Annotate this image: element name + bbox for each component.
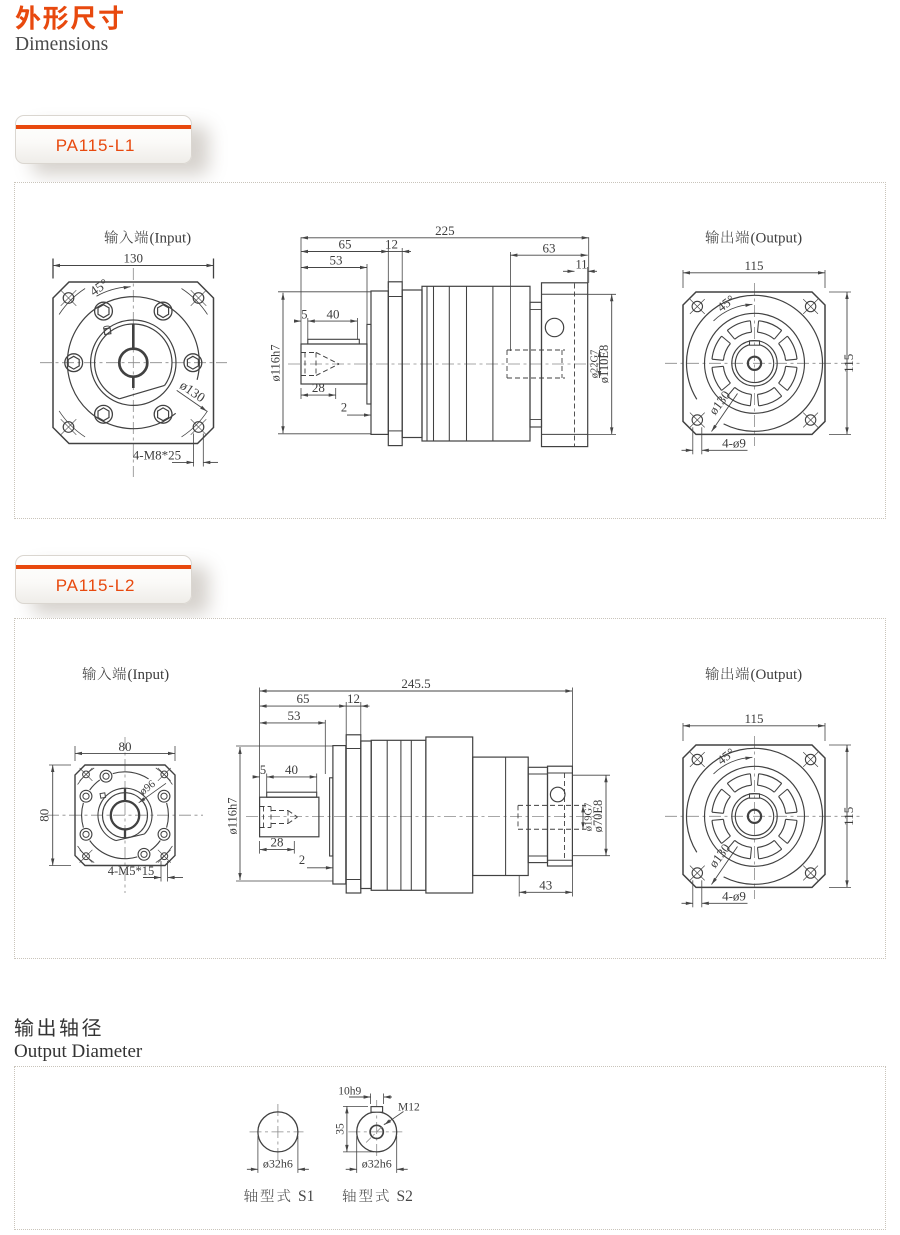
svg-text:80: 80 — [119, 739, 132, 754]
svg-text:ø116h7: ø116h7 — [269, 344, 283, 381]
svg-text:ø130: ø130 — [706, 841, 734, 871]
svg-text:65: 65 — [339, 237, 352, 252]
svg-text:(Input): (Input) — [150, 231, 192, 247]
svg-text:115: 115 — [744, 258, 763, 273]
svg-text:4-ø9: 4-ø9 — [722, 436, 746, 451]
svg-text:2: 2 — [299, 853, 305, 867]
svg-text:S2: S2 — [397, 1188, 413, 1205]
svg-text:53: 53 — [330, 253, 343, 268]
svg-text:(Input): (Input) — [128, 667, 170, 683]
svg-text:80: 80 — [37, 809, 52, 822]
svg-text:2: 2 — [341, 401, 347, 415]
svg-text:115: 115 — [841, 807, 856, 826]
svg-text:28: 28 — [271, 835, 284, 850]
svg-text:4-M8*25: 4-M8*25 — [133, 448, 181, 463]
svg-text:4-ø9: 4-ø9 — [722, 889, 746, 904]
svg-text:245.5: 245.5 — [401, 676, 430, 691]
svg-text:ø22G7: ø22G7 — [590, 350, 601, 379]
svg-text:115: 115 — [841, 354, 856, 373]
svg-text:40: 40 — [327, 306, 340, 321]
svg-text:28: 28 — [312, 380, 325, 395]
svg-text:10h9: 10h9 — [338, 1086, 361, 1098]
svg-text:ø96: ø96 — [137, 778, 158, 798]
svg-text:ø116h7: ø116h7 — [226, 797, 240, 834]
svg-text:ø110E8: ø110E8 — [597, 345, 611, 383]
svg-text:M12: M12 — [398, 1102, 420, 1114]
svg-text:5: 5 — [301, 307, 307, 321]
svg-text:ø32h6: ø32h6 — [263, 1157, 293, 1171]
svg-text:40: 40 — [285, 762, 298, 777]
svg-text:(Output): (Output) — [751, 231, 803, 247]
svg-text:ø32h6: ø32h6 — [362, 1157, 392, 1171]
svg-text:130: 130 — [123, 250, 143, 265]
svg-text:12: 12 — [385, 237, 398, 252]
svg-text:5: 5 — [260, 763, 266, 777]
svg-text:S1: S1 — [298, 1188, 314, 1205]
svg-text:63: 63 — [543, 240, 556, 255]
svg-text:12: 12 — [347, 691, 360, 706]
svg-text:225: 225 — [435, 223, 455, 238]
svg-text:115: 115 — [744, 711, 763, 726]
svg-text:65: 65 — [297, 691, 310, 706]
svg-text:ø19G7: ø19G7 — [584, 803, 595, 832]
svg-text:(Output): (Output) — [751, 667, 803, 683]
svg-text:45°: 45° — [714, 745, 738, 768]
svg-text:ø130: ø130 — [706, 388, 734, 418]
svg-text:43: 43 — [539, 877, 552, 892]
svg-text:53: 53 — [288, 708, 301, 723]
svg-text:35: 35 — [334, 1123, 346, 1135]
svg-text:11: 11 — [575, 258, 587, 272]
svg-text:ø70E8: ø70E8 — [591, 800, 605, 833]
svg-text:45°: 45° — [87, 276, 111, 299]
svg-text:45°: 45° — [714, 292, 738, 315]
svg-text:4-M5*15: 4-M5*15 — [108, 864, 155, 878]
